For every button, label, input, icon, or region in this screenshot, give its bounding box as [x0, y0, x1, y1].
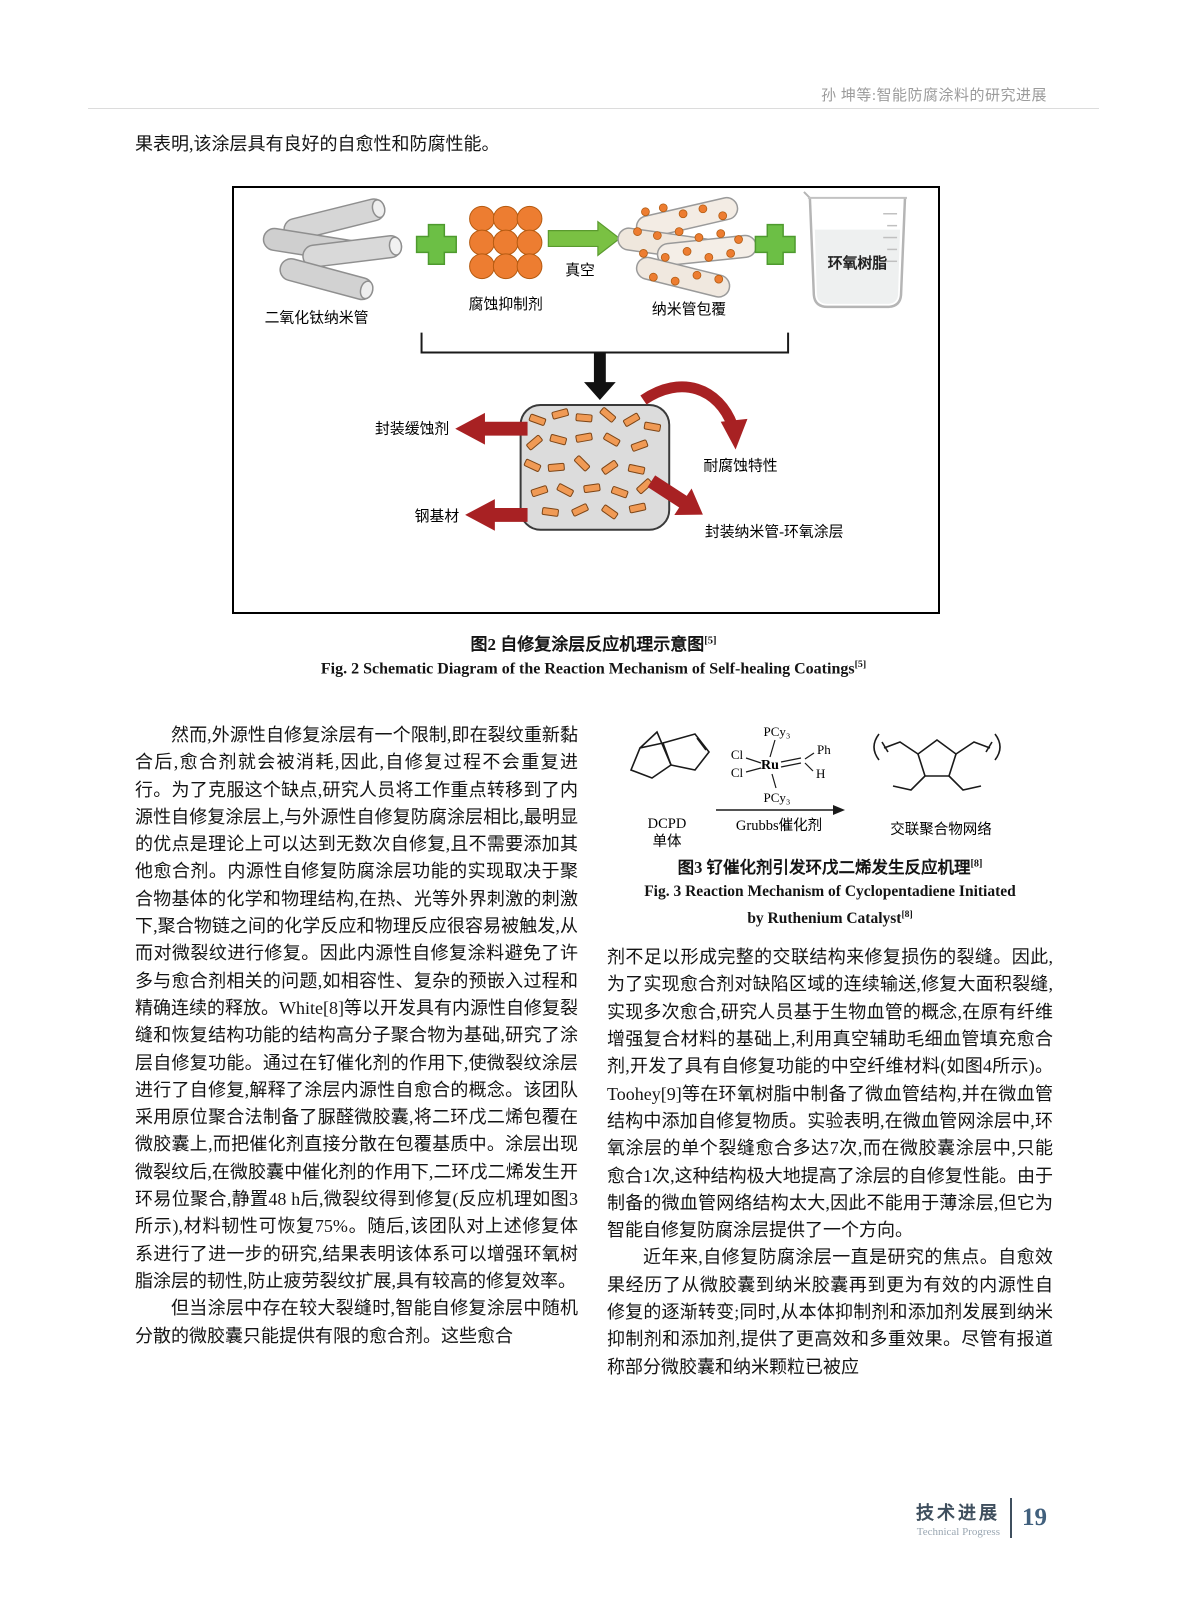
figure3-caption-en-ref: [8]: [901, 909, 913, 920]
label-tio2-nanotubes: 二氧化钛纳米管: [265, 310, 369, 327]
tio2-nanotubes-icon: [262, 198, 403, 301]
ru-catalyst-icon: PCy₃ Cl Cl Ru Ph H PCy₃: [731, 724, 831, 805]
reaction-arrow-icon: [716, 805, 845, 815]
plus-icon: [754, 223, 796, 266]
label-cl-top: Cl: [731, 747, 744, 762]
label-dcpd: DCPD: [648, 816, 687, 832]
vacuum-arrow-icon: [547, 220, 621, 257]
red-arrow-left-inhibitor: [455, 412, 528, 445]
left-paragraph-1: 然而,外源性自修复涂层有一个限制,即在裂纹重新黏合后,愈合剂就会被消耗,因此,自…: [135, 725, 578, 1291]
footer-divider: [1010, 1498, 1012, 1538]
label-grubbs-catalyst: Grubbs催化剂: [736, 817, 822, 834]
footer-section-en: Technical Progress: [916, 1525, 1000, 1538]
figure2-frame: 二氧化钛纳米管 腐蚀抑制剂 真空 纳米管包覆 环氧树脂 封装缓蚀剂 钢基材 耐腐…: [232, 186, 940, 614]
label-corrosion-resistance: 耐腐蚀特性: [703, 456, 777, 474]
label-pcy3-bottom: PCy₃: [764, 790, 791, 805]
right-column-text: 剂不足以形成完整的交联结构来修复损伤的裂缝。因此,为了实现愈合剂对缺陷区域的连续…: [607, 944, 1053, 1381]
figure3-wrap: PCy₃ Cl Cl Ru Ph H PCy₃: [607, 712, 1053, 930]
label-monomer: 单体: [653, 833, 682, 850]
label-inhibitor: 腐蚀抑制剂: [469, 295, 543, 313]
footer-section-labels: 技术进展 Technical Progress: [916, 1499, 1000, 1538]
right-paragraph-2: 近年来,自修复防腐涂层一直是研究的焦点。自愈效果经历了从微胶囊到纳米胶囊再到更为…: [607, 1247, 1053, 1377]
left-paragraph-2: 但当涂层中存在较大裂缝时,智能自修复涂层中随机分散的微胶囊只能提供有限的愈合剂。…: [135, 1298, 578, 1346]
label-polymer-network: 交联聚合物网络: [890, 820, 992, 838]
inhibitor-spheres-icon: [469, 205, 543, 280]
label-coated-nanotubes: 纳米管包覆: [652, 301, 726, 318]
label-encapsulated-inhibitor: 封装缓蚀剂: [375, 421, 449, 438]
dcpd-structure-icon: [629, 730, 711, 779]
label-cl-bottom: Cl: [731, 765, 744, 780]
polymer-network-icon: [873, 733, 1001, 791]
red-curved-arrow-resistance: [640, 381, 748, 450]
process-connector-line: [420, 332, 790, 354]
running-head: 孙 坤等:智能防腐涂料的研究进展: [821, 88, 1047, 104]
figure3-caption-en-line2-text: by Ruthenium Catalyst: [747, 910, 902, 928]
figure3-caption-en: Fig. 3 Reaction Mechanism of Cyclopentad…: [607, 880, 1053, 930]
right-paragraph-1: 剂不足以形成完整的交联结构来修复损伤的裂缝。因此,为了实现愈合剂对缺陷区域的连续…: [607, 947, 1053, 1241]
label-vacuum: 真空: [565, 261, 595, 279]
label-pcy3-top: PCy₃: [764, 724, 791, 739]
footer: 技术进展 Technical Progress 19: [916, 1498, 1047, 1538]
figure3-caption-zh-ref: [8]: [970, 858, 983, 870]
figure3-caption-en-line2: by Ruthenium Catalyst[8]: [607, 903, 1053, 930]
red-arrow-left-steel: [465, 499, 528, 531]
label-ph: Ph: [817, 742, 831, 757]
figure2-caption-en-ref: [5]: [854, 659, 867, 670]
footer-section-zh: 技术进展: [916, 1502, 1000, 1523]
intro-line: 果表明,该涂层具有良好的自愈性和防腐性能。: [135, 134, 500, 154]
figure2-caption-zh-text: 图2 自修复涂层反应机理示意图: [470, 635, 705, 654]
coating-block-icon: [519, 403, 671, 531]
plus-icon: [415, 223, 457, 266]
header-rule: [88, 108, 1099, 109]
figure2-diagram: 二氧化钛纳米管 腐蚀抑制剂 真空 纳米管包覆 环氧树脂 封装缓蚀剂 钢基材 耐腐…: [262, 191, 907, 541]
figure2-caption-en: Fig. 2 Schematic Diagram of the Reaction…: [135, 659, 1052, 678]
label-epoxy-resin: 环氧树脂: [828, 254, 888, 272]
right-column: PCy₃ Cl Cl Ru Ph H PCy₃: [607, 712, 1053, 1381]
figure3-diagram: PCy₃ Cl Cl Ru Ph H PCy₃: [629, 724, 1001, 850]
red-arrow-coating-label: [647, 475, 703, 516]
coated-nanotubes-icon: [617, 196, 757, 298]
coated-nanotubes-dots: [633, 203, 743, 286]
figure2-captions: 图2 自修复涂层反应机理示意图[5] Fig. 2 Schematic Diag…: [135, 630, 1052, 678]
figure2-caption-zh: 图2 自修复涂层反应机理示意图[5]: [135, 630, 1052, 655]
figure3-caption-zh-text: 图3 钌催化剂引发环戊二烯发生反应机理: [677, 858, 971, 877]
page-number: 19: [1022, 1504, 1047, 1531]
figure3-caption-en-line1: Fig. 3 Reaction Mechanism of Cyclopentad…: [644, 883, 1016, 900]
left-column: 然而,外源性自修复涂层有一个限制,即在裂纹重新黏合后,愈合剂就会被消耗,因此,自…: [135, 722, 578, 1350]
beaker-icon: [803, 191, 907, 309]
label-steel-substrate: 钢基材: [415, 508, 460, 525]
label-ru: Ru: [761, 758, 779, 773]
figure3-caption-zh: 图3 钌催化剂引发环戊二烯发生反应机理[8]: [607, 854, 1053, 878]
figure2-caption-zh-ref: [5]: [704, 635, 717, 647]
label-coating: 封装纳米管-环氧涂层: [705, 524, 844, 541]
label-h: H: [816, 766, 825, 781]
down-arrow-icon: [584, 352, 616, 400]
figure2-caption-en-text: Fig. 2 Schematic Diagram of the Reaction…: [320, 660, 855, 678]
figure3-captions: 图3 钌催化剂引发环戊二烯发生反应机理[8] Fig. 3 Reaction M…: [607, 854, 1053, 930]
